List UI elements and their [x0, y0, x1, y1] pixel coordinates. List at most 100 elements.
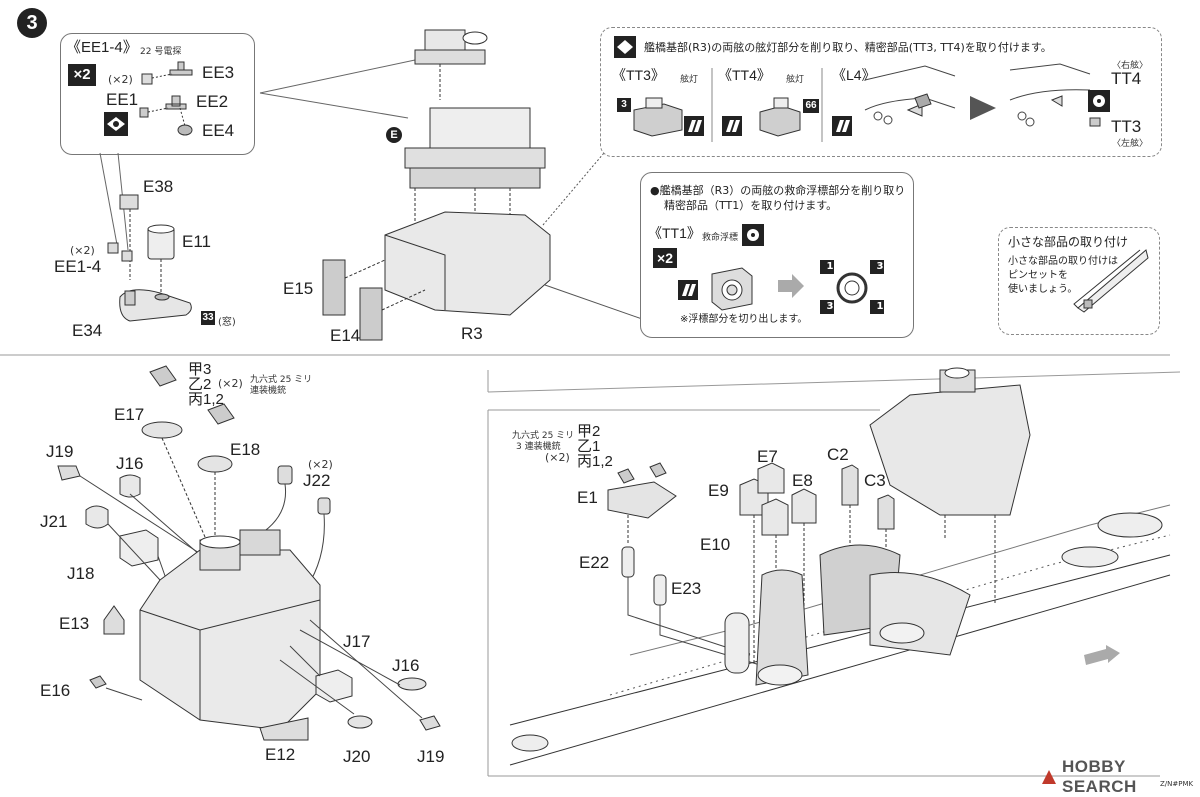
c3-label: C3: [864, 471, 886, 490]
tt3-part-number: 3: [617, 98, 631, 112]
window-part-number: 33: [201, 311, 215, 325]
starboard-note: 〈右舷〉: [1112, 61, 1149, 71]
aa-twin-label-2: 連装機銃: [250, 386, 287, 396]
tt4-side-label: TT4: [1111, 69, 1142, 88]
ee1-label: EE1: [106, 90, 139, 109]
buoy-num-3b: 3: [826, 301, 834, 312]
hobby-search-brand: HOBBY SEARCH: [1062, 757, 1137, 796]
e16-label: E16: [40, 681, 71, 700]
ko3-label: 甲3: [188, 361, 212, 378]
tip-box: [998, 227, 1160, 335]
ee-note-x2: (×2): [108, 73, 133, 86]
life-buoy-box: [640, 172, 914, 338]
ee-qty-badge: ×2: [68, 64, 96, 86]
hull-assembly-drawing: [509, 367, 1171, 766]
mast-base-drawing: [107, 194, 192, 322]
e15-label: E15: [283, 279, 314, 298]
tt3-title: 《TT3》: [612, 67, 665, 83]
e17-label: E17: [114, 405, 145, 424]
l4-title: 《L4》: [832, 67, 876, 83]
e34-label: E34: [72, 321, 103, 340]
bridge-e-marker-text: E: [390, 129, 398, 141]
j19-bottom-label: J19: [417, 747, 445, 766]
tip-line-2: ピンセットを: [1008, 270, 1068, 281]
ee-qty-text: ×2: [73, 66, 91, 83]
tt4-title: 《TT4》: [718, 67, 771, 83]
e23-label: E23: [671, 579, 702, 598]
c2-label: C2: [827, 445, 849, 464]
ee4-label: EE4: [202, 121, 235, 140]
j19-top-label: J19: [46, 442, 74, 461]
aa-twin-label-1: 九六式 25 ミリ: [250, 375, 313, 385]
tt1-subtitle: 救命浮標: [702, 233, 739, 243]
buoy-parts-drawing: [678, 260, 884, 314]
buoy-cut-icon: [742, 224, 764, 246]
ee-box-subtitle: 22 号電探: [140, 47, 182, 57]
tip-title: 小さな部品の取り付け: [1008, 235, 1129, 249]
e10-label: E10: [700, 535, 731, 554]
hobby-search-mark-icon: [1042, 770, 1056, 784]
ee-box-title: 《EE1-4》: [66, 39, 138, 56]
cut-symbol-icon: [104, 112, 128, 136]
e9-label: E9: [708, 481, 729, 500]
e7-label: E7: [757, 447, 778, 466]
buoy-num-1b: 1: [876, 301, 884, 312]
buoy-num-1a: 1: [826, 261, 834, 272]
tt1-title: 《TT1》: [648, 225, 701, 241]
bridge-aa-assembly-drawing: [57, 365, 441, 741]
ee-radar-parts-drawing: [139, 61, 193, 136]
e18-label: E18: [230, 440, 261, 459]
tt4-part-number: 66: [803, 99, 819, 113]
buoy-cut-note: ※浮標部分を切り出します。: [680, 314, 808, 325]
otsu2-label: 乙2: [188, 376, 212, 393]
buoy-instruction-2: 精密部品（TT1）を取り付けます。: [664, 199, 838, 212]
hei12-label: 丙1,2: [188, 391, 224, 408]
buoy-qty-text: ×2: [657, 250, 673, 266]
nav-light-instruction: 艦橋基部(R3)の両舷の舷灯部分を削り取り、精密部品(TT3, TT4)を取り付…: [644, 41, 1052, 54]
tt3-side-label: TT3: [1111, 117, 1142, 136]
hei12-right-label: 丙1,2: [577, 453, 613, 470]
tip-line-3: 使いましょう。: [1008, 284, 1078, 295]
r3-label: R3: [461, 324, 483, 343]
x2a-note: (×2): [218, 377, 243, 390]
e14-label: E14: [330, 326, 361, 345]
ee-subassembly-box: [60, 33, 255, 155]
j16-bottom-label: J16: [392, 656, 420, 675]
otsu1-label: 乙1: [577, 438, 601, 455]
hobby-search-logo: HOBBY SEARCH: [1040, 757, 1200, 797]
print-code: Z/N#PMK: [1160, 780, 1194, 788]
triple-x2-note: (×2): [545, 451, 570, 464]
tip-line-1: 小さな部品の取り付けは: [1008, 256, 1118, 267]
bridge-e-marker: E: [386, 127, 402, 143]
j17-label: J17: [343, 632, 371, 651]
tt4-subtitle: 舷灯: [786, 75, 805, 85]
j16-top-label: J16: [116, 454, 144, 473]
j20-label: J20: [343, 747, 371, 766]
j22-label: J22: [303, 471, 331, 490]
ee1-4-label: EE1-4: [54, 257, 102, 276]
ee2-label: EE2: [196, 92, 229, 111]
nav-cut-icon: [614, 36, 636, 58]
ko2-label: 甲2: [577, 423, 601, 440]
j18-label: J18: [67, 564, 95, 583]
e13-label: E13: [59, 614, 90, 633]
j21-label: J21: [40, 512, 68, 531]
nav-light-parts-drawing: [633, 63, 1110, 142]
e8-label: E8: [792, 471, 813, 490]
ee3-label: EE3: [202, 63, 235, 82]
step-number: 3: [26, 12, 38, 34]
e12-label: E12: [265, 745, 296, 764]
buoy-instruction-1: ●艦橋基部（R3）の両舷の救命浮標部分を削り取り: [650, 184, 906, 197]
window-label: (窓): [218, 317, 236, 328]
e1-label: E1: [577, 488, 598, 507]
buoy-qty-badge: ×2: [653, 248, 677, 268]
e38-label: E38: [143, 177, 174, 196]
tweezers-icon: [1073, 249, 1149, 313]
buoy-num-3a: 3: [876, 261, 884, 272]
callout-lines-left: [99, 59, 416, 251]
step-number-badge: 3: [17, 8, 47, 38]
bridge-r3-drawing: [322, 29, 646, 341]
aa-triple-label-1: 九六式 25 ミリ: [512, 431, 575, 441]
j22-x2-note: (×2): [308, 458, 333, 471]
port-note: 〈左舷〉: [1112, 139, 1149, 149]
